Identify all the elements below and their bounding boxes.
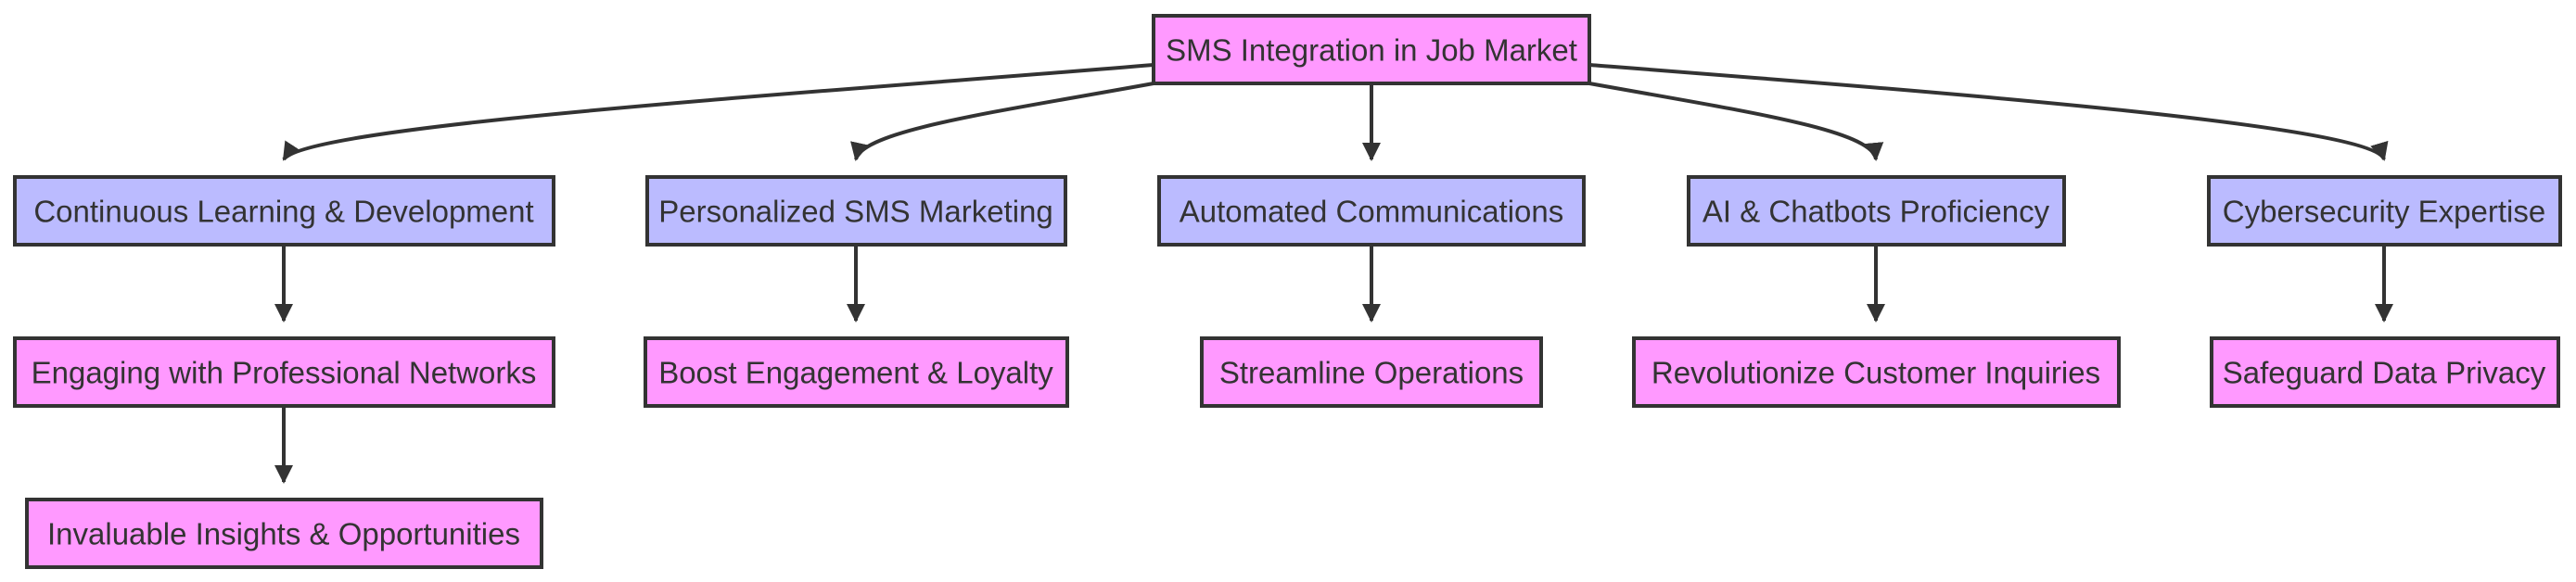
node-engaging-networks-box: [13, 336, 555, 408]
node-engaging-networks-label: Engaging with Professional Networks: [32, 356, 537, 390]
node-safeguard-privacy: Safeguard Data Privacy: [2210, 336, 2560, 408]
node-continuous-learning: Continuous Learning & Development: [13, 175, 555, 247]
node-invaluable-insights-label: Invaluable Insights & Opportunities: [47, 517, 520, 551]
node-ai-chatbots: AI & Chatbots Proficiency: [1687, 175, 2066, 247]
node-safeguard-privacy-box: [2210, 336, 2560, 408]
node-invaluable-insights-box: [25, 498, 543, 569]
node-automated-communications-label: Automated Communications: [1180, 195, 1564, 229]
node-engaging-networks: Engaging with Professional Networks: [13, 336, 555, 408]
node-boost-engagement-label: Boost Engagement & Loyalty: [658, 356, 1053, 390]
edges: [274, 63, 2393, 484]
node-revolutionize-inquiries: Revolutionize Customer Inquiries: [1632, 336, 2121, 408]
node-boost-engagement: Boost Engagement & Loyalty: [644, 336, 1069, 408]
node-ai-chatbots-label: AI & Chatbots Proficiency: [1702, 195, 2050, 229]
node-streamline-operations: Streamline Operations: [1200, 336, 1543, 408]
node-personalized-sms-label: Personalized SMS Marketing: [658, 195, 1053, 229]
node-cybersecurity-label: Cybersecurity Expertise: [2223, 195, 2545, 229]
node-streamline-operations-box: [1200, 336, 1543, 408]
node-invaluable-insights: Invaluable Insights & Opportunities: [25, 498, 543, 569]
node-safeguard-privacy-label: Safeguard Data Privacy: [2223, 356, 2546, 390]
edge-root-to-ai-chatbots: [1588, 82, 1884, 161]
edge-root-to-continuous-learning: [282, 63, 1154, 161]
node-personalized-sms-box: [645, 175, 1067, 247]
node-automated-communications-box: [1157, 175, 1586, 247]
node-personalized-sms: Personalized SMS Marketing: [645, 175, 1067, 247]
edge-root-to-personalized-sms: [850, 82, 1154, 161]
node-cybersecurity-box: [2207, 175, 2562, 247]
node-root-label: SMS Integration in Job Market: [1166, 33, 1577, 68]
node-boost-engagement-box: [644, 336, 1069, 408]
node-streamline-operations-label: Streamline Operations: [1219, 356, 1524, 390]
node-root-box: [1152, 14, 1591, 85]
node-root: SMS Integration in Job Market: [1152, 14, 1591, 85]
node-cybersecurity: Cybersecurity Expertise: [2207, 175, 2562, 247]
node-revolutionize-inquiries-box: [1632, 336, 2121, 408]
node-continuous-learning-box: [13, 175, 555, 247]
node-continuous-learning-label: Continuous Learning & Development: [33, 195, 533, 229]
edge-root-to-cybersecurity: [1588, 63, 2389, 161]
node-ai-chatbots-box: [1687, 175, 2066, 247]
node-automated-communications: Automated Communications: [1157, 175, 1586, 247]
nodes: SMS Integration in Job Market Continuous…: [13, 14, 2562, 569]
node-revolutionize-inquiries-label: Revolutionize Customer Inquiries: [1651, 356, 2100, 390]
